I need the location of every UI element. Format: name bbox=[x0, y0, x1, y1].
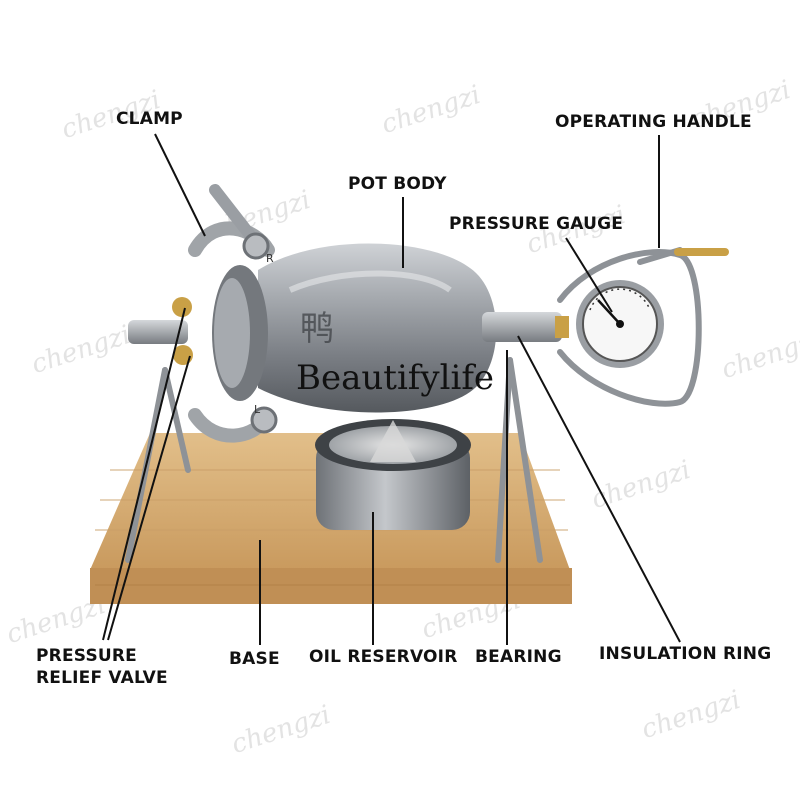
label-pressure-relief-valve-line2: RELIEF VALVE bbox=[36, 668, 168, 688]
brand-overlay-text: Beautifylife bbox=[296, 358, 495, 398]
leader-line-insulation-ring bbox=[517, 335, 681, 643]
oil-reservoir bbox=[315, 419, 471, 530]
operating-handle bbox=[557, 247, 729, 407]
label-pot-body: POT BODY bbox=[348, 174, 447, 194]
lid-and-clamp bbox=[128, 184, 278, 443]
leader-line-relief-valve-b bbox=[107, 355, 191, 641]
pot-body: 鸭 bbox=[258, 243, 497, 413]
label-pressure-gauge: PRESSURE GAUGE bbox=[449, 214, 624, 234]
clamp-mark-left: L bbox=[254, 403, 261, 416]
label-clamp: CLAMP bbox=[116, 109, 183, 129]
label-insulation-ring: INSULATION RING bbox=[599, 644, 772, 664]
label-operating-handle: OPERATING HANDLE bbox=[555, 112, 752, 132]
pressure-gauge bbox=[576, 280, 664, 368]
label-base: BASE bbox=[229, 649, 280, 669]
clamp-mark-right: R bbox=[266, 252, 274, 265]
label-oil-reservoir: OIL RESERVOIR bbox=[309, 647, 458, 667]
leader-line-clamp bbox=[154, 133, 206, 237]
label-bearing: BEARING bbox=[475, 647, 562, 667]
label-pressure-relief-valve-line1: PRESSURE bbox=[36, 646, 137, 666]
leader-line-relief-valve-a bbox=[102, 307, 186, 641]
svg-text:鸭: 鸭 bbox=[300, 309, 334, 349]
axle bbox=[482, 312, 569, 342]
leader-line-pressure-gauge bbox=[565, 237, 613, 313]
